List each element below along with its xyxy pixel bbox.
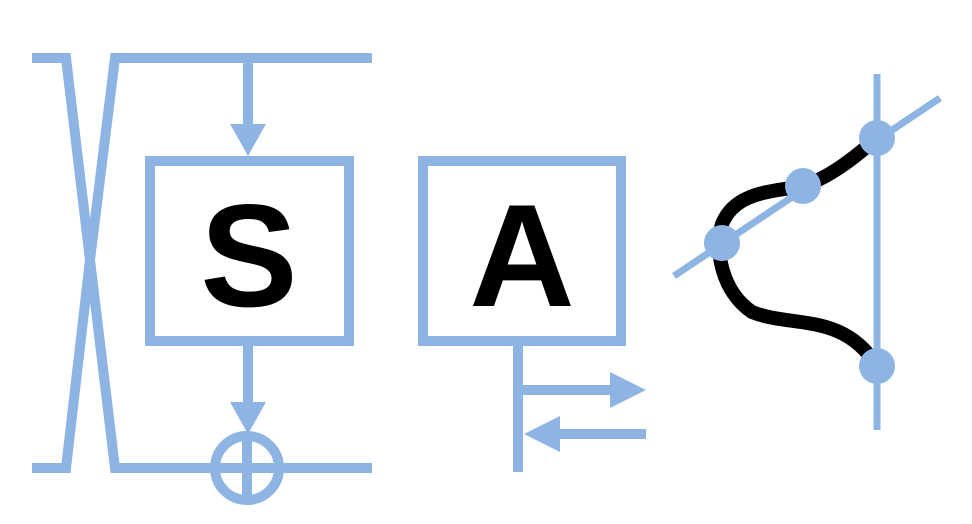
summing-junction-icon xyxy=(210,431,284,505)
right-arrow-icon xyxy=(518,372,646,408)
s-input-arrow xyxy=(230,58,266,156)
a-block-box xyxy=(418,156,626,346)
crossing-line-upper-to-lower xyxy=(32,53,96,473)
curve-point-top xyxy=(859,120,895,156)
curve-point-upper-middle xyxy=(785,168,821,204)
left-arrow-icon xyxy=(524,416,646,452)
s-block-box xyxy=(145,156,354,346)
crossing-line-top-rail xyxy=(84,53,372,473)
a-block-label: A xyxy=(469,174,574,337)
s-block-label: S xyxy=(200,174,297,337)
curve-fit-figure xyxy=(672,74,942,430)
s-output-arrow xyxy=(230,346,266,434)
left-crossing-lines xyxy=(32,53,372,473)
curve-point-left xyxy=(704,225,740,261)
curve-point-bottom xyxy=(859,348,895,384)
